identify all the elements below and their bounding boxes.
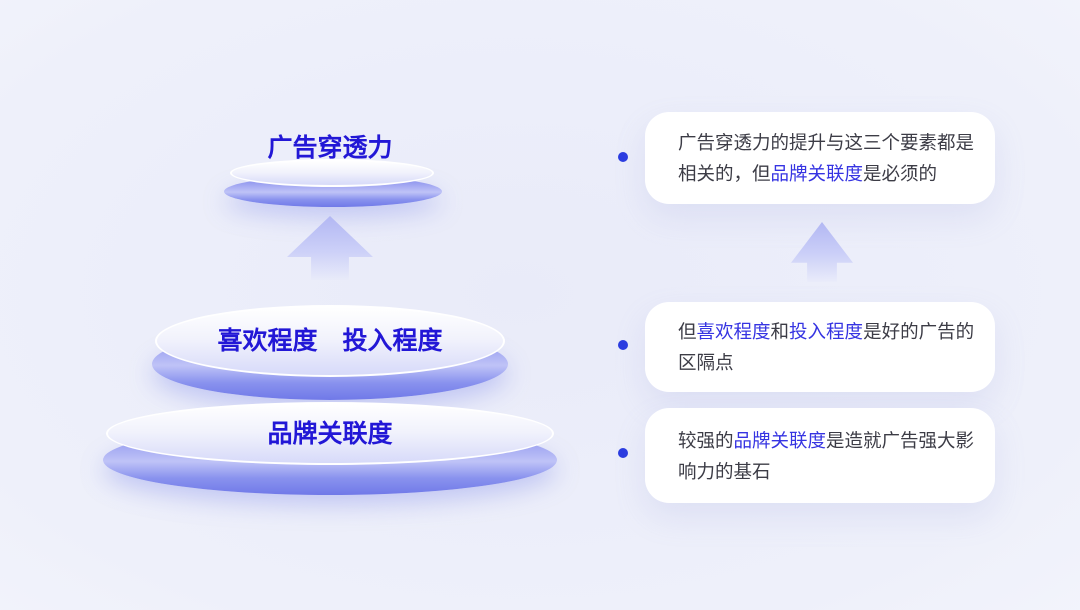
bullet-dot	[618, 152, 628, 162]
up-arrow-icon-right	[791, 222, 853, 282]
disc-bottom-surface	[106, 402, 554, 465]
note-text: 但喜欢程度和投入程度是好的广告的区隔点	[678, 316, 975, 378]
disc-middle-label: 喜欢程度 投入程度	[217, 327, 443, 355]
note-highlight-text: 喜欢程度	[696, 321, 771, 342]
note-highlight-text: 品牌关联度	[770, 163, 864, 184]
note-card-2: 但喜欢程度和投入程度是好的广告的区隔点	[645, 302, 995, 392]
note-highlight-text: 品牌关联度	[733, 429, 827, 451]
disc-middle-surface	[155, 305, 505, 377]
bullet-dot	[618, 448, 628, 458]
note-text-segment: 是造就广告强大影响力的基石	[678, 429, 975, 482]
note-text: 较强的品牌关联度是造就广告强大影响力的基石	[678, 425, 975, 487]
note-card-1: 广告穿透力的提升与这三个要素都是相关的，但品牌关联度是必须的	[645, 112, 995, 204]
up-arrow-icon-left	[287, 216, 373, 280]
note-text: 广告穿透力的提升与这三个要素都是相关的，但品牌关联度是必须的	[678, 127, 975, 189]
note-card-3: 较强的品牌关联度是造就广告强大影响力的基石	[645, 408, 995, 503]
note-highlight-text: 投入程度	[789, 321, 864, 342]
note-text-segment: 但	[678, 321, 697, 342]
disc-bottom-label: 品牌关联度	[267, 420, 393, 448]
disc-top-label: 广告穿透力	[267, 134, 393, 162]
disc-top-surface	[230, 159, 434, 187]
bullet-dot	[618, 340, 628, 350]
note-text-segment: 和	[770, 321, 790, 342]
note-text-segment: 是必须的	[863, 163, 938, 184]
note-text-segment: 较强的	[678, 429, 734, 451]
note-text-segment: 广告穿透力的提升与这三个要素都是相关的，但	[678, 132, 975, 184]
note-text-segment: 是好的广告的区隔点	[678, 321, 975, 373]
